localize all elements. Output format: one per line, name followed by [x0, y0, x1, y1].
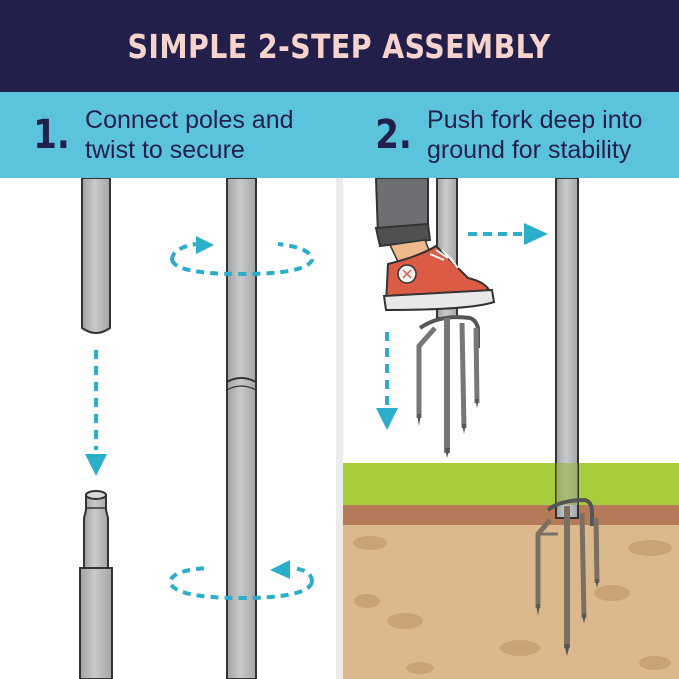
- twist-arrow-icon: [167, 560, 314, 601]
- right-arrow-icon: [468, 223, 548, 245]
- lower-pole-icon: [79, 490, 113, 679]
- step-1-number: 1.: [33, 112, 70, 158]
- down-arrow-icon: [376, 332, 398, 430]
- step-2-number: 2.: [375, 112, 412, 158]
- page-title: SIMPLE 2-STEP ASSEMBLY: [127, 26, 552, 66]
- leg-icon: [374, 178, 435, 267]
- header-bar: SIMPLE 2-STEP ASSEMBLY: [0, 0, 679, 92]
- panel-divider: [336, 178, 343, 679]
- twist-arrow-icon: [170, 236, 315, 277]
- step-2-illustration: [343, 178, 679, 679]
- connected-pole-icon: [226, 178, 257, 679]
- step-1-illustration: [79, 178, 315, 679]
- upper-pole-icon: [81, 178, 111, 334]
- step-2-text: Push fork deep into ground for stability: [427, 106, 643, 164]
- steps-band: 1. Connect poles and twist to secure 2. …: [0, 92, 679, 178]
- sneaker-icon: [382, 244, 496, 312]
- ground-icon: [343, 463, 679, 679]
- installed-pole-icon: [535, 178, 600, 656]
- step-1-text: Connect poles and twist to secure: [85, 106, 294, 164]
- step-1: 1. Connect poles and twist to secure: [30, 92, 294, 178]
- assembly-diagram: [79, 178, 679, 679]
- down-arrow-icon: [85, 350, 107, 476]
- step-2: 2. Push fork deep into ground for stabil…: [372, 92, 642, 178]
